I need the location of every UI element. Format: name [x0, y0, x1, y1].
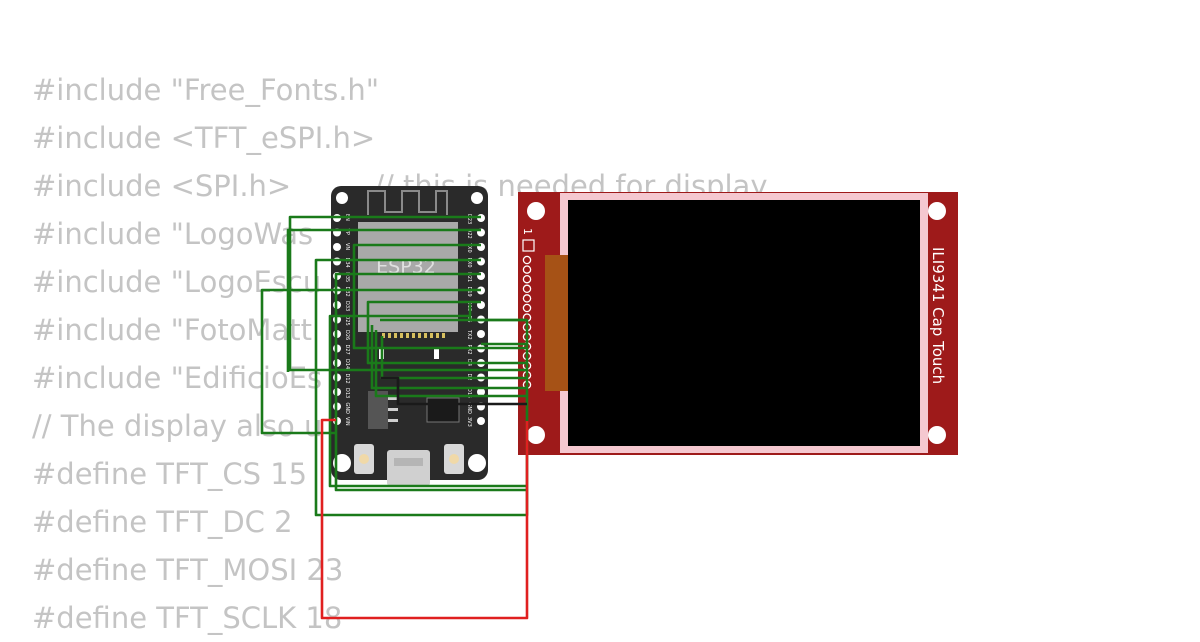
- code-line: #define TFT_DC 2: [32, 505, 293, 539]
- wire-tx2[interactable]: [328, 314, 527, 488]
- esp32-pin-label: D25: [344, 316, 350, 326]
- esp32-pin-d15[interactable]: [477, 388, 485, 396]
- esp32-pin-label: D26: [344, 330, 350, 340]
- esp32-pin-label: VIN: [344, 417, 350, 426]
- wire-gnd[interactable]: [381, 376, 527, 406]
- esp32-module-shield: [358, 222, 458, 332]
- pin-one-pad: [522, 239, 535, 252]
- en-button-cap: [359, 454, 369, 464]
- esp32-pin-label: D21: [466, 272, 472, 282]
- mount-hole: [527, 202, 545, 220]
- esp32-pin-label: D27: [344, 345, 350, 355]
- mount-hole: [336, 192, 348, 204]
- esp32-pin-label: D23: [466, 214, 472, 224]
- esp32-pin-label: D34: [344, 258, 350, 268]
- voltage-regulator: [368, 391, 388, 429]
- esp32-pin-label: TX0: [466, 242, 472, 253]
- esp32-pin-3v3[interactable]: [477, 417, 485, 425]
- usb-serial-chip: [426, 397, 460, 423]
- usb-connector: [387, 450, 430, 486]
- wire-d22[interactable]: [286, 228, 481, 372]
- wire-d5[interactable]: [366, 300, 527, 365]
- esp32-pin-label: RX2: [466, 345, 472, 355]
- display-pin[interactable]: [522, 303, 532, 313]
- esp32-label: ESP32: [376, 256, 436, 278]
- esp32-pin-label: RX0: [466, 258, 472, 268]
- esp32-pin-label: GND: [466, 403, 472, 415]
- esp32-pin-label: D35: [344, 272, 350, 282]
- display-flex-cable: [545, 255, 568, 391]
- esp32-pin-label: D19: [466, 287, 472, 297]
- esp32-pin-label: D14: [344, 359, 350, 369]
- mount-hole: [333, 454, 351, 472]
- led: [434, 347, 439, 359]
- antenna-trace: [367, 190, 448, 215]
- esp32-pin-label: D22: [466, 229, 472, 239]
- display-pin[interactable]: [522, 274, 532, 284]
- display-screen[interactable]: [568, 200, 920, 446]
- display-pin[interactable]: [522, 255, 532, 265]
- wire-d23-to-mosi[interactable]: [288, 215, 527, 372]
- wire-d4[interactable]: [374, 330, 527, 398]
- code-line: #include "EdificioEs: [32, 361, 323, 395]
- mount-hole: [468, 454, 486, 472]
- boot-button-cap: [449, 454, 459, 464]
- esp32-pin-tx2[interactable]: [477, 330, 485, 338]
- code-line: #include <TFT_eSPI.h>: [32, 121, 376, 155]
- esp32-pin-label: VP: [344, 229, 350, 235]
- esp32-pin-label: D12: [344, 374, 350, 384]
- esp32-pin-label: TX2: [466, 329, 472, 340]
- mount-hole: [928, 202, 946, 220]
- mount-hole: [928, 426, 946, 444]
- wire-d18-to-sclk[interactable]: [260, 288, 481, 435]
- code-line: #include "Free_Fonts.h": [32, 73, 380, 107]
- mount-hole: [471, 192, 483, 204]
- wire-reset[interactable]: [468, 304, 527, 322]
- code-line: #define TFT_CS 15: [32, 457, 308, 491]
- module-pads: [382, 333, 445, 338]
- display-pin[interactable]: [522, 294, 532, 303]
- pin-one-marker: 1: [521, 228, 534, 235]
- esp32-pin-vn[interactable]: [333, 243, 341, 251]
- display-pin[interactable]: [522, 284, 532, 294]
- display-label: ILI9341 Cap Touch: [929, 247, 947, 384]
- wire-vcc[interactable]: [320, 418, 529, 620]
- code-line: #include "LogoEscu: [32, 265, 322, 299]
- esp32-pin-label: VN: [344, 243, 350, 250]
- esp32-pin-label: D15: [466, 388, 472, 398]
- ili9341-display[interactable]: ILI9341 Cap Touch 1: [518, 192, 958, 455]
- esp32-pin-label: D32: [344, 287, 350, 297]
- esp32-pin-label: D33: [344, 301, 350, 311]
- wire-rx0[interactable]: [352, 243, 527, 350]
- esp32-pin-label: 3V3: [466, 417, 472, 427]
- wire-d19[interactable]: [334, 272, 527, 492]
- display-pin[interactable]: [522, 265, 532, 274]
- code-line: #define TFT_SCLK 18: [32, 601, 343, 635]
- mount-hole: [527, 426, 545, 444]
- code-line: #define TFT_MOSI 23: [32, 553, 344, 587]
- esp32-pin-label: D13: [344, 388, 350, 398]
- wire-rx2[interactable]: [370, 325, 527, 390]
- esp32-pin-label: GND: [344, 403, 350, 415]
